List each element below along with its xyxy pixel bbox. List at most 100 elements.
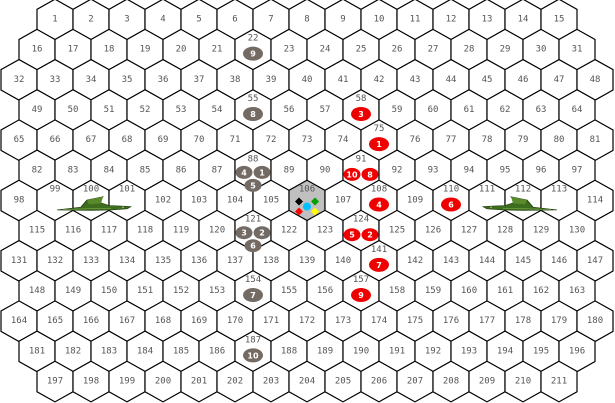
hex-number: 64 [572, 105, 583, 115]
gray-unit-token-2[interactable]: 2 [253, 226, 271, 240]
token-shape[interactable] [369, 137, 389, 152]
hex-number: 146 [551, 256, 567, 266]
token-shape[interactable] [243, 46, 263, 61]
red-unit-token-8[interactable]: 8 [361, 167, 379, 181]
token-label: 10 [247, 351, 259, 360]
hex-number: 33 [50, 75, 61, 85]
token-shape[interactable] [361, 167, 379, 181]
hex-number: 26 [392, 45, 403, 55]
token-shape[interactable] [243, 288, 263, 303]
hex-number: 48 [590, 75, 601, 85]
token-shape[interactable] [369, 197, 389, 212]
token-shape[interactable] [235, 165, 253, 179]
gray-unit-token-3[interactable]: 3 [235, 226, 253, 240]
hex-number: 194 [497, 346, 513, 356]
hex-number: 114 [587, 196, 603, 206]
red-unit-token-6[interactable]: 6 [441, 197, 461, 212]
hex-number: 145 [515, 256, 531, 266]
token-shape[interactable] [253, 226, 271, 240]
token-shape[interactable] [243, 107, 263, 122]
token-shape[interactable] [244, 239, 262, 253]
red-unit-token-10[interactable]: 10 [343, 167, 361, 181]
hex-number: 118 [137, 226, 153, 236]
token-label: 10 [346, 170, 358, 179]
hex-number: 186 [209, 346, 225, 356]
hex-number: 152 [173, 286, 189, 296]
hex-number: 103 [191, 196, 207, 206]
hex-number: 155 [281, 286, 297, 296]
hex-number: 45 [482, 75, 493, 85]
hex-number: 16 [32, 45, 43, 55]
gray-unit-token-4[interactable]: 4 [235, 165, 253, 179]
hex-number: 122 [281, 226, 297, 236]
hex-number: 58 [356, 94, 367, 104]
hex-number: 111 [479, 185, 495, 195]
hex-number: 46 [518, 75, 529, 85]
token-label: 8 [250, 110, 256, 119]
token-shape[interactable] [351, 288, 371, 303]
red-unit-token-5[interactable]: 5 [343, 228, 361, 242]
hex-number: 98 [14, 196, 25, 206]
hex-number: 196 [569, 346, 585, 356]
left-dragon-icon[interactable] [56, 196, 133, 211]
token-shape[interactable] [351, 107, 371, 122]
hex-number: 82 [32, 165, 43, 175]
hex-number: 28 [464, 45, 475, 55]
token-shape[interactable] [244, 178, 262, 192]
token-shape[interactable] [253, 165, 271, 179]
gray-unit-token-6[interactable]: 6 [244, 239, 262, 253]
gray-unit-token-8[interactable]: 8 [243, 107, 263, 122]
red-unit-token-3[interactable]: 3 [351, 107, 371, 122]
hex-number: 158 [389, 286, 405, 296]
hex-number: 182 [65, 346, 81, 356]
gray-unit-token-1[interactable]: 1 [253, 165, 271, 179]
hex-number: 166 [83, 316, 99, 326]
token-shape[interactable] [369, 257, 389, 272]
hex-number: 165 [47, 316, 63, 326]
hex-number: 195 [533, 346, 549, 356]
token-label: 3 [241, 229, 247, 238]
token-shape[interactable] [235, 226, 253, 240]
token-shape[interactable] [361, 228, 379, 242]
token-shape[interactable] [243, 348, 263, 363]
hex-number: 174 [371, 316, 387, 326]
hex-number: 14 [518, 15, 529, 25]
token-shape[interactable] [343, 228, 361, 242]
hex-number: 170 [227, 316, 243, 326]
token-label: 2 [367, 231, 373, 240]
gray-unit-token-7[interactable]: 7 [243, 288, 263, 303]
hex-number: 34 [86, 75, 97, 85]
hex-number: 187 [245, 335, 261, 345]
red-unit-token-2[interactable]: 2 [361, 228, 379, 242]
token-shape[interactable] [441, 197, 461, 212]
token-shape[interactable] [343, 167, 361, 181]
hex-number: 39 [266, 75, 277, 85]
red-unit-token-9[interactable]: 9 [351, 288, 371, 303]
red-unit-token-1[interactable]: 1 [369, 137, 389, 152]
hex-number: 43 [410, 75, 421, 85]
hex-number: 87 [212, 165, 223, 175]
hex-number: 52 [140, 105, 151, 115]
hex-number: 175 [407, 316, 423, 326]
hex-211[interactable]: 211 [540, 360, 578, 403]
gray-unit-token-9[interactable]: 9 [243, 46, 263, 61]
hex-number: 126 [425, 226, 441, 236]
hex-cell[interactable] [540, 360, 578, 403]
hex-number: 106 [299, 185, 315, 195]
gray-unit-token-5[interactable]: 5 [244, 178, 262, 192]
red-unit-token-7[interactable]: 7 [369, 257, 389, 272]
red-unit-token-4[interactable]: 4 [369, 197, 389, 212]
hex-number: 49 [32, 105, 43, 115]
hex-number: 138 [263, 256, 279, 266]
hex-number: 141 [371, 245, 387, 255]
hex-number: 35 [122, 75, 133, 85]
hex-number: 123 [317, 226, 333, 236]
right-dragon-icon[interactable] [481, 196, 558, 211]
hex-number: 31 [572, 45, 583, 55]
hex-number: 120 [209, 226, 225, 236]
hex-number: 124 [353, 215, 369, 225]
gray-unit-token-10[interactable]: 10 [243, 348, 263, 363]
hex-number: 65 [14, 135, 25, 145]
